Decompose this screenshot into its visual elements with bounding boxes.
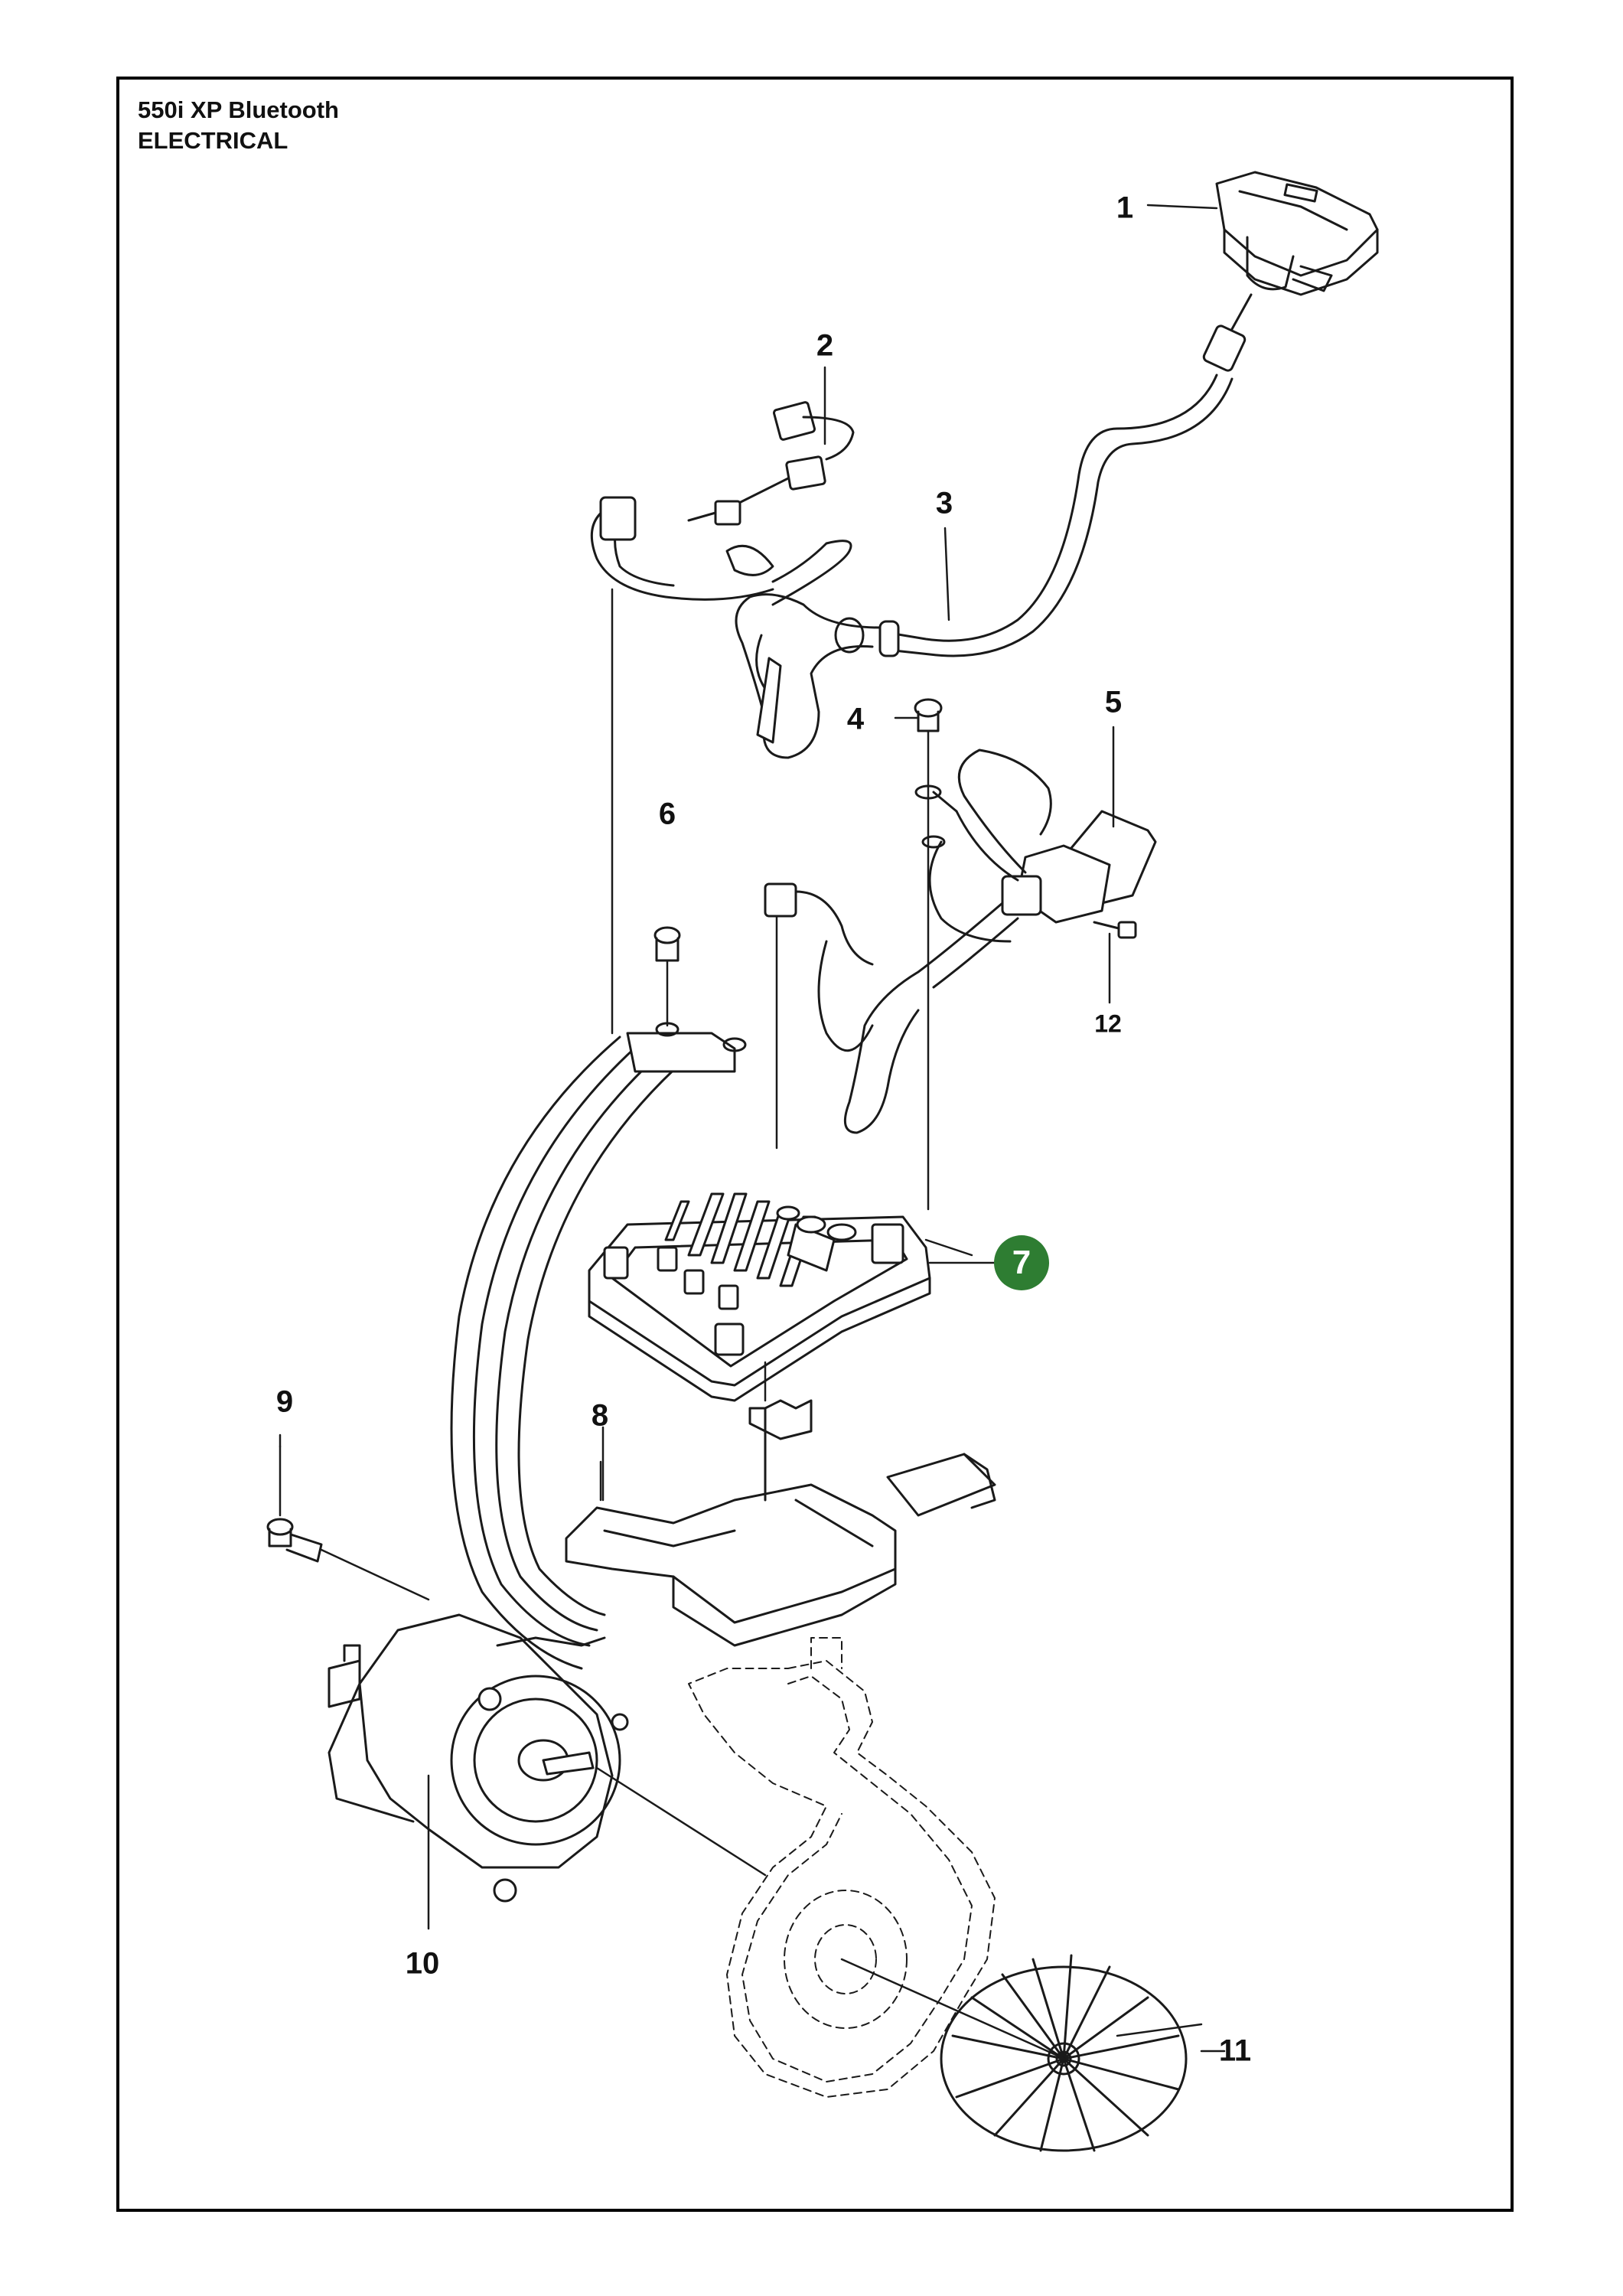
motor-wires — [450, 1022, 747, 1670]
part-4-screw[interactable] — [914, 698, 943, 1211]
callout-9[interactable]: 9 — [275, 1384, 294, 1419]
callout-2[interactable]: 2 — [816, 328, 834, 363]
part-6-screw[interactable] — [611, 588, 681, 1035]
callout-5[interactable]: 5 — [1104, 685, 1123, 719]
fan-housing-outline — [688, 1637, 996, 2098]
part-5-connector-block[interactable] — [843, 748, 1157, 1134]
callout-leaders — [279, 204, 1226, 2053]
callout-8[interactable]: 8 — [591, 1398, 609, 1433]
model-name: 550i XP Bluetooth — [138, 96, 339, 123]
part-11-fan[interactable] — [840, 1954, 1203, 2152]
part-8-holder[interactable] — [565, 1399, 996, 1647]
part-9-screw[interactable] — [266, 1445, 430, 1601]
part-7-sensor-cable[interactable] — [764, 882, 874, 1150]
part-1-bluetooth-module[interactable] — [1215, 171, 1379, 296]
part-7-controller-board[interactable] — [588, 1192, 973, 1402]
section-name: ELECTRICAL — [138, 127, 288, 154]
callout-6[interactable]: 6 — [658, 797, 676, 831]
callout-7-highlighted[interactable]: 7 — [994, 1235, 1049, 1290]
part-3-cable-harness[interactable] — [590, 293, 1253, 759]
part-10-motor[interactable] — [328, 1613, 767, 1930]
callout-3[interactable]: 3 — [935, 486, 953, 520]
callout-1[interactable]: 1 — [1116, 191, 1134, 225]
callout-11[interactable]: 11 — [1218, 2033, 1252, 2068]
callout-12[interactable]: 12 — [1094, 1009, 1122, 1038]
part-12-screw[interactable] — [1093, 921, 1137, 939]
callout-4[interactable]: 4 — [846, 702, 865, 736]
diagram-frame — [116, 77, 1514, 2212]
callout-10[interactable]: 10 — [405, 1946, 440, 1981]
diagram-title: 550i XP Bluetooth ELECTRICAL — [138, 95, 339, 156]
part-2-connector[interactable] — [599, 401, 855, 541]
